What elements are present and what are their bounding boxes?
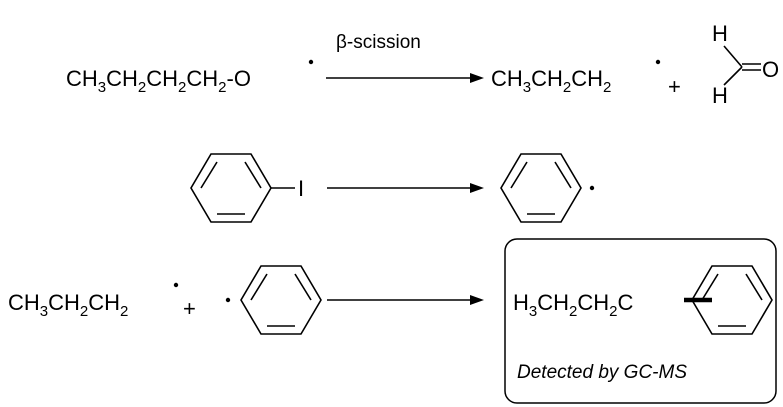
plus-sign-2: + <box>183 296 196 321</box>
formaldehyde-h-top: H <box>712 21 728 46</box>
iodobenzene-ring <box>190 153 272 223</box>
beta-scission-label: β-scission <box>336 32 421 53</box>
propylbenzene-formula: H3CH2CH2C <box>513 290 633 320</box>
radical-dot <box>225 297 231 303</box>
product-box-frame <box>504 238 777 404</box>
radical-dot <box>589 185 595 191</box>
phenyl-radical-ring <box>500 153 582 223</box>
reaction-2: I <box>190 153 595 223</box>
radical-dot <box>308 59 314 65</box>
gc-ms-caption: Detected by GC-MS <box>517 362 687 383</box>
formaldehyde-h-bottom: H <box>712 83 728 108</box>
propylbenzene-ring <box>691 265 773 335</box>
reaction-3: CH3CH2CH2 + H3CH2CH2C Detect <box>8 238 777 404</box>
formaldehyde-oxygen: O <box>762 57 779 82</box>
ch-bond-bottom <box>723 66 743 86</box>
arrowhead-3 <box>470 295 484 305</box>
product-box: H3CH2CH2C Detected by GC-MS <box>504 238 777 404</box>
ch-bond-top <box>723 45 743 68</box>
butoxy-radical-formula: CH3CH2CH2CH2-O <box>66 66 251 96</box>
reaction-1: CH3CH2CH2CH2-O β-scission CH3CH2CH2 + H … <box>66 21 779 108</box>
iodine-atom: I <box>298 176 304 201</box>
radical-dot <box>173 282 179 288</box>
plus-sign: + <box>668 74 681 99</box>
propyl-radical-formula: CH3CH2CH2 <box>491 66 611 96</box>
propyl-radical-formula-2: CH3CH2CH2 <box>8 290 128 320</box>
radical-dot <box>655 59 661 65</box>
arrowhead-2 <box>470 183 484 193</box>
arrowhead-1 <box>470 73 484 83</box>
formaldehyde-structure: H H O <box>712 21 779 108</box>
phenyl-radical-ring-2 <box>240 265 322 335</box>
